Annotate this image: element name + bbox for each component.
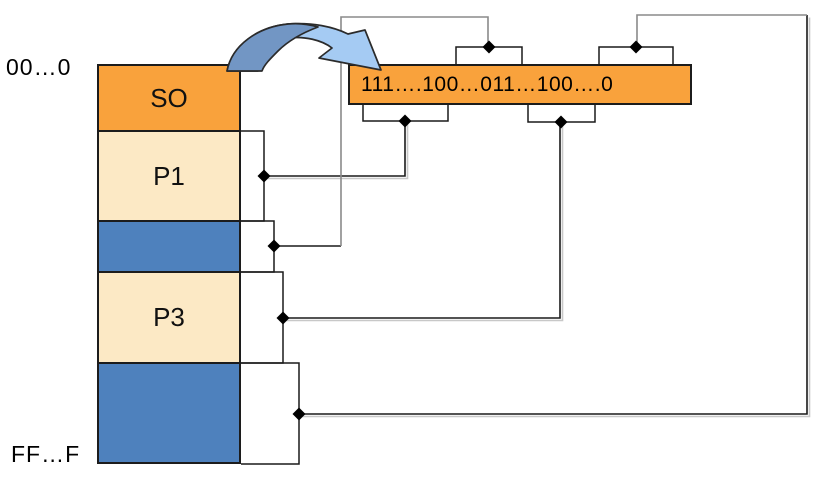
diamond-bitmap-bottom-1	[398, 114, 412, 128]
segment-p3-label: P3	[153, 302, 185, 332]
diamond-hole-1	[267, 239, 281, 253]
curved-arrow-back-face	[226, 22, 319, 72]
diamond-p3	[276, 311, 290, 325]
connector-p1	[264, 121, 406, 177]
connector-hole-1-loop	[340, 16, 489, 246]
memory-segment-hole-2	[97, 362, 241, 464]
curved-arrow	[226, 22, 382, 72]
diamond-bitmap-top-1	[482, 40, 496, 54]
connector-hole-2-loop	[636, 14, 807, 47]
segment-p1-label: P1	[153, 160, 185, 191]
diamond-hole-2	[292, 407, 306, 421]
connector-shadows	[266, 17, 811, 418]
connector-hole-2	[299, 15, 808, 415]
address-bottom-label: FF…F	[11, 441, 81, 467]
address-top-label: 00…0	[6, 54, 72, 80]
diamond-p1	[257, 169, 271, 183]
bitmap-bar: 111….100…011…100….0	[348, 64, 692, 105]
memory-brackets	[241, 130, 300, 465]
diamond-bitmap-bottom-2	[554, 115, 568, 129]
segment-os-label: SO	[150, 82, 188, 113]
connector-p3	[283, 122, 561, 319]
bitmap-value: 111….100…011…100….0	[361, 72, 614, 96]
bracket-p3	[241, 271, 284, 364]
diamond-markers	[257, 40, 643, 421]
connectors	[264, 14, 808, 415]
memory-segment-p1: P1	[97, 130, 241, 222]
bitmap-brackets	[362, 46, 674, 123]
bracket-hole-2	[241, 362, 300, 465]
diamond-bitmap-top-2	[629, 40, 643, 54]
